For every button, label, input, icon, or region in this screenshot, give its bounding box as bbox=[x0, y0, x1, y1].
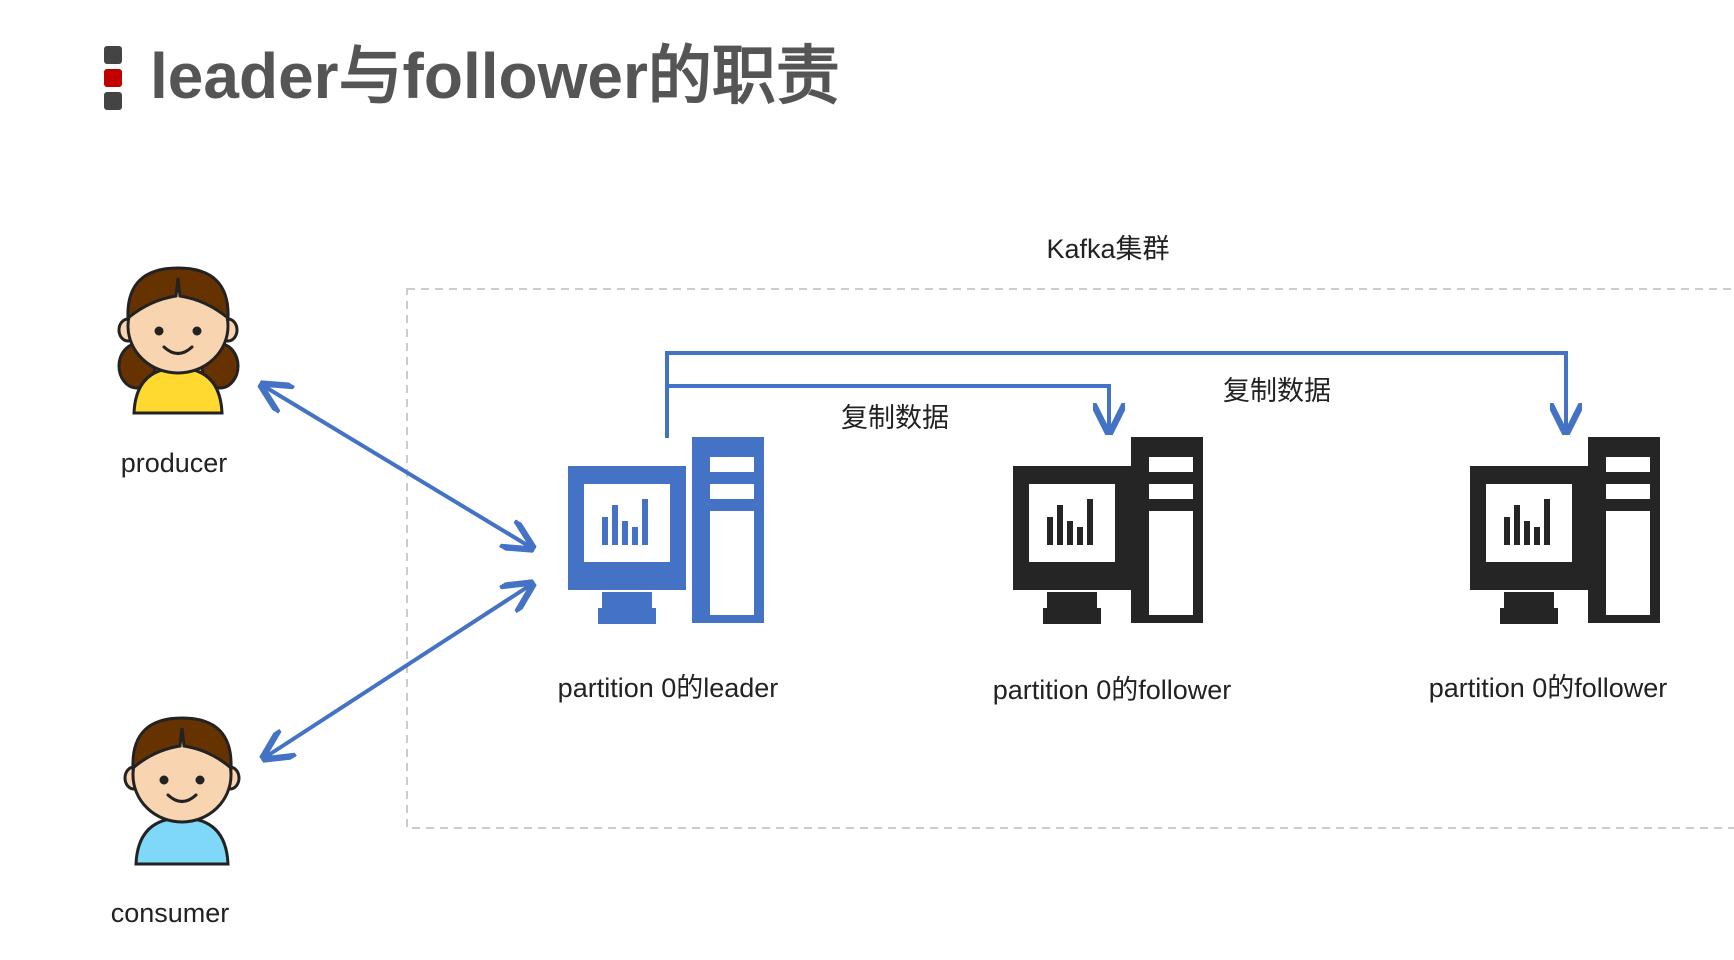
replicate-label-2: 复制数据 bbox=[1223, 376, 1331, 406]
title-marker-icon bbox=[104, 46, 122, 110]
follower-1-label: partition 0的follower bbox=[993, 675, 1232, 705]
consumer-label: consumer bbox=[111, 898, 230, 928]
page-title: leader与follower的职责 bbox=[150, 40, 840, 112]
replicate-arrow-follower-1 bbox=[667, 384, 1109, 432]
consumer-leader-arrow bbox=[264, 584, 532, 758]
replicate-label-1: 复制数据 bbox=[841, 403, 949, 433]
leader-server-icon bbox=[568, 437, 764, 624]
consumer-avatar-icon bbox=[123, 716, 241, 866]
follower-2-server-icon bbox=[1470, 437, 1660, 624]
cluster-label: Kafka集群 bbox=[1046, 234, 1169, 264]
producer-leader-arrow bbox=[262, 385, 532, 548]
cluster-boundary bbox=[406, 288, 1734, 829]
producer-label: producer bbox=[121, 448, 228, 478]
follower-2-label: partition 0的follower bbox=[1429, 673, 1668, 703]
producer-avatar-icon bbox=[117, 266, 240, 415]
follower-1-server-icon bbox=[1013, 437, 1203, 624]
leader-label: partition 0的leader bbox=[558, 673, 779, 703]
replicate-arrow-follower-2 bbox=[665, 351, 1566, 438]
